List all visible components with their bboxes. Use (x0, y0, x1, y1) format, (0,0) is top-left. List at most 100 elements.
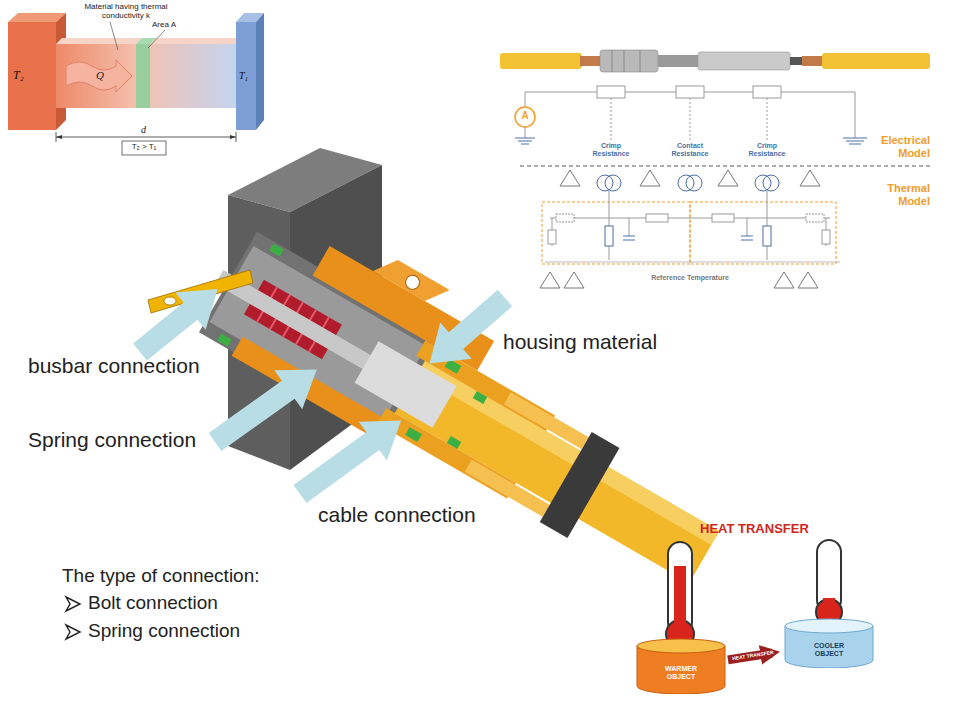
electrical-model-part (525, 92, 526, 107)
condition-note: T₂ > T₁ (122, 142, 166, 151)
part-label: housing material (503, 330, 657, 354)
electrical-model-part (849, 144, 861, 145)
cable-photo-part (600, 50, 658, 72)
reference-label: Reference Temperature (628, 274, 752, 282)
thermal-model-part (640, 170, 660, 186)
connector-cutaway-part (405, 427, 422, 442)
thermal-model-part (806, 214, 824, 222)
conduction-figure-part (66, 60, 132, 92)
note-heading: The type of connection: (62, 565, 260, 587)
thermometer-cool-part (823, 598, 835, 612)
thermal-model-part (763, 226, 771, 246)
thermal-model-part (741, 236, 753, 237)
thermometer-warm-part (674, 566, 686, 632)
thermal-model-part (548, 230, 556, 244)
cable-photo-part (802, 56, 824, 66)
connector-cutaway-part (504, 392, 589, 449)
connector-cutaway-part (465, 460, 550, 517)
panel-heading: HEAT TRANSFER (700, 522, 809, 537)
connector-cutaway-part (373, 252, 450, 309)
conduction-figure-part (56, 38, 242, 44)
conduction-figure (8, 13, 264, 155)
area-label: Area A (152, 20, 176, 29)
thermal-model-part (564, 272, 584, 288)
electrical-model-part (597, 86, 625, 98)
thermal-model-part (690, 202, 836, 264)
cable-photo-part (658, 55, 698, 67)
hot-block: T₂ (8, 22, 56, 130)
thermal-model-part (686, 175, 702, 191)
electrical-model-part (525, 127, 526, 138)
conduction-figure-part (230, 135, 236, 139)
thermal-model (520, 98, 930, 288)
thermal-model-part (798, 272, 818, 288)
cooler-object: COOLER OBJECT (784, 618, 874, 668)
thermal-model-part (741, 240, 753, 241)
ammeter-symbol: A (519, 110, 531, 122)
conduction-figure-part (110, 22, 118, 50)
thermal-model-part (800, 170, 820, 186)
cable-photo-part (580, 56, 602, 66)
thermal-model-part (623, 240, 635, 241)
model-title: Electrical Model (868, 134, 930, 159)
thermal-model-part (623, 236, 635, 237)
cylinder-top (785, 619, 873, 633)
thermal-model-part (718, 170, 738, 186)
conduction-figure-part (122, 141, 166, 155)
thermal-model-part (774, 272, 794, 288)
cable-photo-part (500, 53, 582, 69)
conduction-figure-part (8, 13, 66, 22)
cable-photo (500, 50, 930, 72)
thermal-model-part (542, 202, 690, 264)
electrical-model-part (521, 144, 529, 145)
heat-flow-symbol: Q (96, 69, 104, 82)
bullet-arrows-part (66, 597, 80, 611)
thermal-model-part (763, 175, 779, 191)
model-title: Thermal Model (868, 182, 930, 207)
electrical-model-part (515, 107, 535, 127)
thermal-model-part (545, 262, 840, 263)
dimension-label: d (141, 124, 146, 136)
thermal-model-part (646, 214, 668, 222)
callout-arrows-part-part (201, 350, 331, 462)
part-label: busbar connection (28, 354, 200, 378)
material-note: Material having thermal conductivity k (76, 2, 176, 20)
cable-photo-part (790, 57, 802, 65)
electrical-model-part (676, 86, 704, 98)
model-label: Crimp Resistance (583, 142, 639, 158)
cold-block: T₁ (236, 22, 256, 130)
callout-arrows-part (286, 401, 415, 513)
thermal-model-part (629, 218, 630, 236)
bullet-arrows-part (66, 625, 80, 639)
electrical-model-part (846, 141, 864, 142)
connector-cutaway-part (343, 331, 719, 583)
cylinder-top (637, 639, 725, 653)
cable-photo-part (822, 53, 930, 69)
node-text: T₂ (13, 69, 24, 83)
thermal-model-part (611, 98, 612, 140)
thermal-model-part (520, 166, 930, 167)
conduction-figure-part (256, 13, 264, 130)
electrical-model (515, 86, 867, 144)
conduction-figure-part (56, 135, 62, 139)
cable-photo-part (624, 50, 625, 72)
thermal-model-part (556, 214, 574, 222)
thermometer-warm-part (668, 542, 692, 634)
arrow-label: HEAT TRANSFER (732, 650, 774, 662)
thermal-model-part (822, 230, 830, 244)
conduction-figure-part (56, 137, 236, 138)
connector-cutaway-part (473, 391, 487, 404)
connector-cutaway-part (217, 334, 231, 347)
cable-photo-part (612, 50, 613, 72)
conduction-figure-part (136, 44, 150, 108)
model-label: Crimp Resistance (739, 142, 795, 158)
warmer-object: WARMER OBJECT (636, 638, 726, 694)
thermometer-warm (666, 542, 694, 648)
callout-arrows (125, 270, 521, 513)
model-label: Contact Resistance (662, 142, 718, 158)
thermal-model-part (605, 226, 613, 246)
connector-cutaway-part (540, 432, 620, 538)
thermal-model-part (605, 175, 621, 191)
bullet-item: Bolt connection (88, 592, 218, 614)
bullet-item: Spring connection (88, 620, 240, 642)
